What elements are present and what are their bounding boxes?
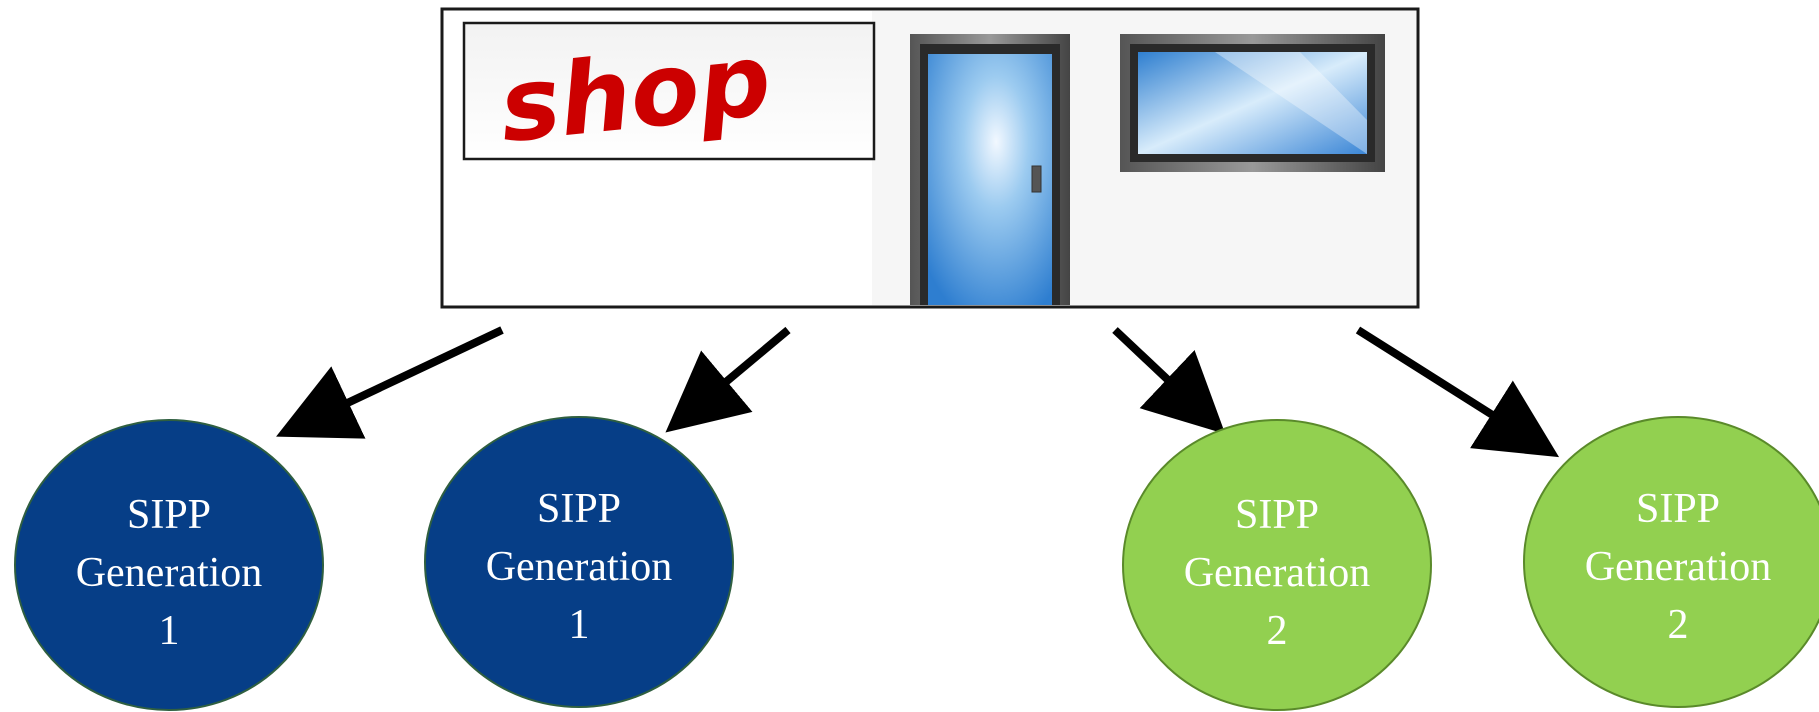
node-label-line3: 2 (1668, 602, 1689, 648)
node-label-line2: Generation (486, 544, 673, 590)
node-label-line2: Generation (1585, 544, 1772, 590)
glass-door-icon (910, 34, 1070, 305)
node-label-line3: 2 (1267, 608, 1288, 654)
shop-sign: shop (462, 21, 876, 166)
node-label-line1: SIPP (127, 492, 211, 538)
node-sipp-gen1-a: SIPP Generation 1 (14, 419, 324, 711)
node-label-line2: Generation (76, 550, 263, 596)
node-label-line3: 1 (569, 602, 590, 648)
node-sipp-gen1-b: SIPP Generation 1 (424, 416, 734, 708)
arrow-edge-2 (665, 326, 791, 433)
node-sipp-gen2-b: SIPP Generation 2 (1523, 416, 1819, 708)
node-sipp-gen2-a: SIPP Generation 2 (1122, 419, 1432, 711)
node-label-line3: 1 (159, 608, 180, 654)
node-label-line1: SIPP (1636, 486, 1720, 532)
glass-window-icon (1120, 34, 1385, 172)
shop-sign-text: shop (494, 21, 776, 166)
arrow-edge-3 (1112, 327, 1226, 434)
arrow-edge-4 (1355, 326, 1560, 458)
arrow-edge-1 (276, 326, 504, 439)
node-label-line1: SIPP (1235, 492, 1319, 538)
node-label-line1: SIPP (537, 486, 621, 532)
node-label-line2: Generation (1184, 550, 1371, 596)
edges (276, 326, 1560, 458)
shop-building: shop (440, 7, 1420, 309)
